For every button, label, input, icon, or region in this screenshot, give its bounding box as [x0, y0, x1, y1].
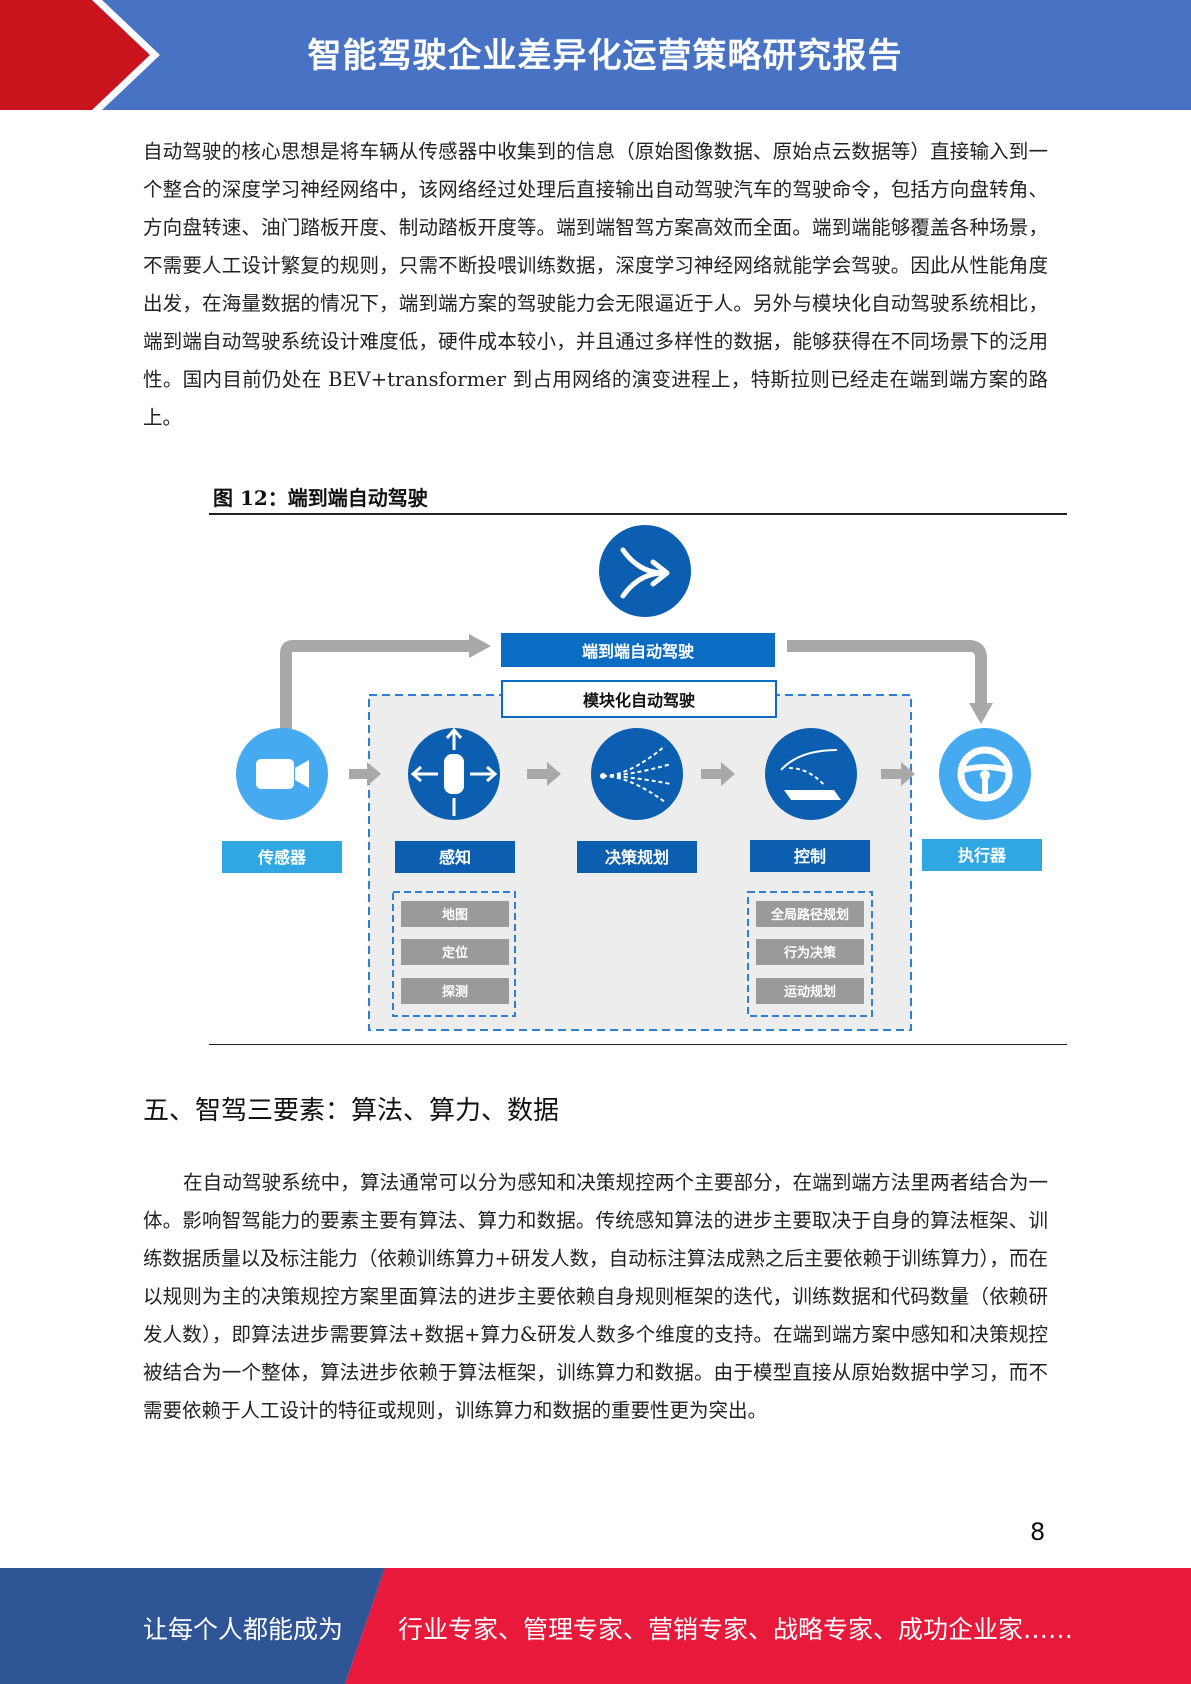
end-to-end-diagram: 端到端自动驾驶 模块化自动驾驶: [209, 518, 1067, 1038]
control-item-box: [756, 978, 864, 1004]
node-label-planning: 决策规划: [605, 848, 669, 867]
header-band: [0, 0, 1191, 110]
camera-icon: [236, 728, 328, 820]
perception-item: 地图: [442, 907, 468, 923]
sensor-label-box: [222, 841, 342, 873]
control-route-icon: [765, 728, 857, 820]
sensor-to-e2e-arrow: [280, 640, 469, 740]
module-label-box: [501, 680, 777, 718]
e2e-label-box: [501, 633, 775, 667]
footer-slogan-left: 让每个人都能成为: [143, 1615, 344, 1644]
module-label: 模块化自动驾驶: [583, 691, 695, 710]
control-item: 行为决策: [783, 945, 837, 961]
footer-slogan-right: 行业专家、管理专家、营销专家、战略专家、成功企业家……: [398, 1615, 1074, 1644]
perception-item-box: [401, 939, 509, 965]
module-dashed-border: [368, 694, 912, 1031]
control-item: 全局路径规划: [770, 907, 849, 923]
arrowhead: [469, 634, 491, 658]
perception-item-box: [401, 901, 509, 927]
perception-label-box: [395, 841, 515, 873]
figure-top-rule: [209, 513, 1067, 515]
car-icon: [408, 727, 500, 820]
node-label-actuator: 执行器: [958, 846, 1007, 865]
steering-wheel-icon: [939, 728, 1031, 820]
decision-paths-icon: [591, 728, 683, 820]
node-label-sensor: 传感器: [257, 848, 307, 867]
node-label-perception: 感知: [439, 848, 471, 867]
report-title: 智能驾驶企业差异化运营策略研究报告: [307, 36, 903, 76]
figure-bottom-rule: [209, 1044, 1067, 1045]
intro-paragraph: 自动驾驶的核心思想是将车辆从传感器中收集到的信息（原始图像数据、原始点云数据等）…: [143, 140, 1048, 429]
control-item-box: [756, 939, 864, 965]
perception-subgroup: [392, 891, 516, 1017]
control-subgroup: [747, 891, 873, 1017]
figure-caption: 图 12：端到端自动驾驶: [213, 486, 428, 510]
e2e-to-actuator-arrow: [787, 640, 987, 703]
section-heading: 五、智驾三要素：算法、算力、数据: [143, 1096, 560, 1126]
actuator-label-box: [922, 839, 1042, 871]
node-label-control: 控制: [794, 847, 826, 866]
planning-label-box: [577, 841, 697, 873]
header-red-arrow: [0, 0, 160, 110]
merge-arrow-icon: [599, 525, 691, 617]
perception-item-box: [401, 978, 509, 1004]
perception-item: 探测: [442, 984, 468, 1000]
page-footer: 让每个人都能成为 行业专家、管理专家、营销专家、战略专家、成功企业家……: [0, 1568, 1191, 1684]
control-item-box: [756, 901, 864, 927]
flow-arrows: [349, 762, 915, 786]
section-paragraph: 在自动驾驶系统中，算法通常可以分为感知和决策规控两个主要部分，在端到端方法里两者…: [143, 1171, 1048, 1422]
perception-item: 定位: [441, 945, 468, 961]
e2e-label: 端到端自动驾驶: [582, 642, 694, 661]
page-number: 8: [1030, 1518, 1046, 1546]
control-item: 运动规划: [784, 984, 836, 1000]
footer-bands: [0, 1568, 1191, 1684]
page-header: 智能驾驶企业差异化运营策略研究报告: [0, 0, 1191, 110]
arrowhead: [969, 703, 993, 724]
control-label-box: [750, 840, 870, 872]
